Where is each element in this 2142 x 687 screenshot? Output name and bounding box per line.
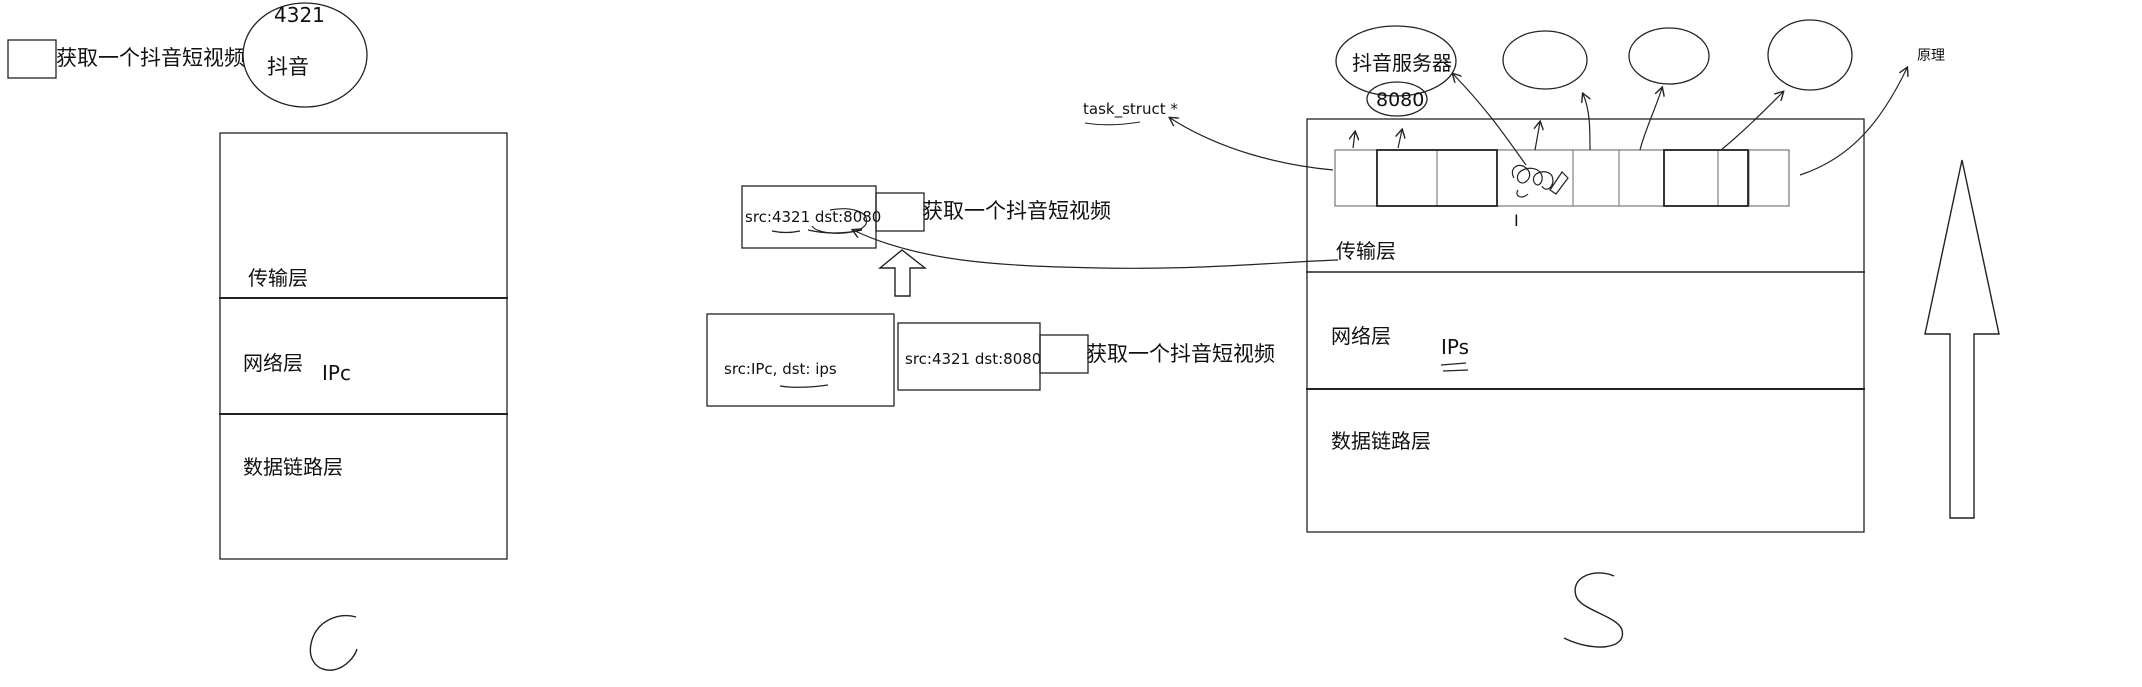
slot-arrow-2	[1398, 130, 1402, 149]
client-protocol-stack: 传输层 网络层 IPc 数据链路层	[219, 132, 508, 560]
upward-big-arrow	[1924, 159, 2000, 519]
client-process: 4321 抖音	[242, 2, 368, 108]
client-network-layer: 网络层	[243, 351, 303, 375]
server-ip: IPs	[1441, 335, 1469, 359]
server-datalink-layer: 数据链路层	[1331, 429, 1431, 453]
socket-array	[1334, 149, 1790, 207]
server-processes: 抖音服务器 8080	[1335, 19, 1853, 117]
process-ellipse-4	[1767, 19, 1853, 91]
client-port: 4321	[274, 3, 325, 27]
datagram-segment-text: src:4321 dst:8080	[905, 350, 1041, 368]
slot-arrow-6	[1720, 92, 1783, 151]
task-struct-underline	[1084, 121, 1141, 126]
slot-arrow-5	[1639, 88, 1662, 151]
dst-port-circle	[811, 208, 868, 234]
src-underline	[771, 230, 801, 234]
principle-label: 原理	[1917, 48, 1945, 64]
douyin-process-ellipse	[242, 2, 368, 108]
douyin-server-ellipse	[1335, 25, 1457, 97]
datagram-payload-box	[1039, 334, 1089, 374]
socket-arrows	[853, 68, 1907, 269]
process-ellipse-3	[1628, 27, 1710, 85]
client-datalink-layer: 数据链路层	[243, 455, 343, 479]
client-transport-layer: 传输层	[248, 266, 308, 290]
datagram-payload-text: 获取一个抖音短视频	[1086, 342, 1275, 366]
server-transport-layer: 传输层	[1336, 239, 1396, 263]
highlighted-slot-2	[1663, 149, 1749, 207]
client-process-name: 抖音	[267, 55, 309, 79]
process-ellipse-2	[1502, 30, 1588, 90]
datagram-header-text: src:IPc, dst: ips	[724, 360, 837, 378]
server-host-letter	[1563, 572, 1624, 648]
request-text: 获取一个抖音短视频	[56, 46, 245, 70]
client-stack-box	[219, 132, 508, 560]
server-stack-box	[1306, 118, 1865, 533]
decapsulate-up-arrow	[878, 249, 928, 297]
server-port-ellipse	[1366, 81, 1428, 117]
transport-to-segment-arrow	[853, 230, 1339, 269]
server-service-name: 抖音服务器	[1352, 51, 1452, 75]
server-port: 8080	[1376, 89, 1424, 111]
client-ip: IPc	[322, 361, 351, 385]
server-ip-underline	[1440, 362, 1469, 372]
cursor-glyph: I	[1514, 211, 1519, 230]
segment-header-text: src:4321 dst:8080	[745, 208, 881, 226]
segment-payload-text: 获取一个抖音短视频	[922, 199, 1111, 223]
slot-arrow-1	[1353, 132, 1355, 149]
server-protocol-stack: 传输层 网络层 IPs 数据链路层	[1306, 118, 1865, 533]
scribble-mark	[1511, 164, 1569, 198]
received-segment: src:4321 dst:8080 获取一个抖音短视频	[741, 185, 1111, 249]
request-box	[7, 39, 57, 79]
client-request: 获取一个抖音短视频	[7, 39, 245, 79]
datagram-header-box	[706, 313, 895, 407]
client-host-letter	[309, 614, 358, 671]
task-struct-arrow	[1170, 118, 1334, 171]
socket-array-box	[1334, 149, 1790, 207]
network-datagram: src:IPc, dst: ips src:4321 dst:8080 获取一个…	[706, 313, 1275, 407]
segment-payload-box	[875, 192, 925, 232]
ips-underline	[779, 384, 829, 388]
server-network-layer: 网络层	[1331, 324, 1391, 348]
slot-arrow-3	[1535, 122, 1540, 151]
slot-arrow-to-server	[1453, 74, 1527, 166]
principle-arrow	[1799, 68, 1907, 176]
task-struct-label: task_struct *	[1083, 100, 1178, 119]
highlighted-slot-1	[1376, 149, 1498, 207]
slot-arrow-4	[1583, 94, 1590, 151]
